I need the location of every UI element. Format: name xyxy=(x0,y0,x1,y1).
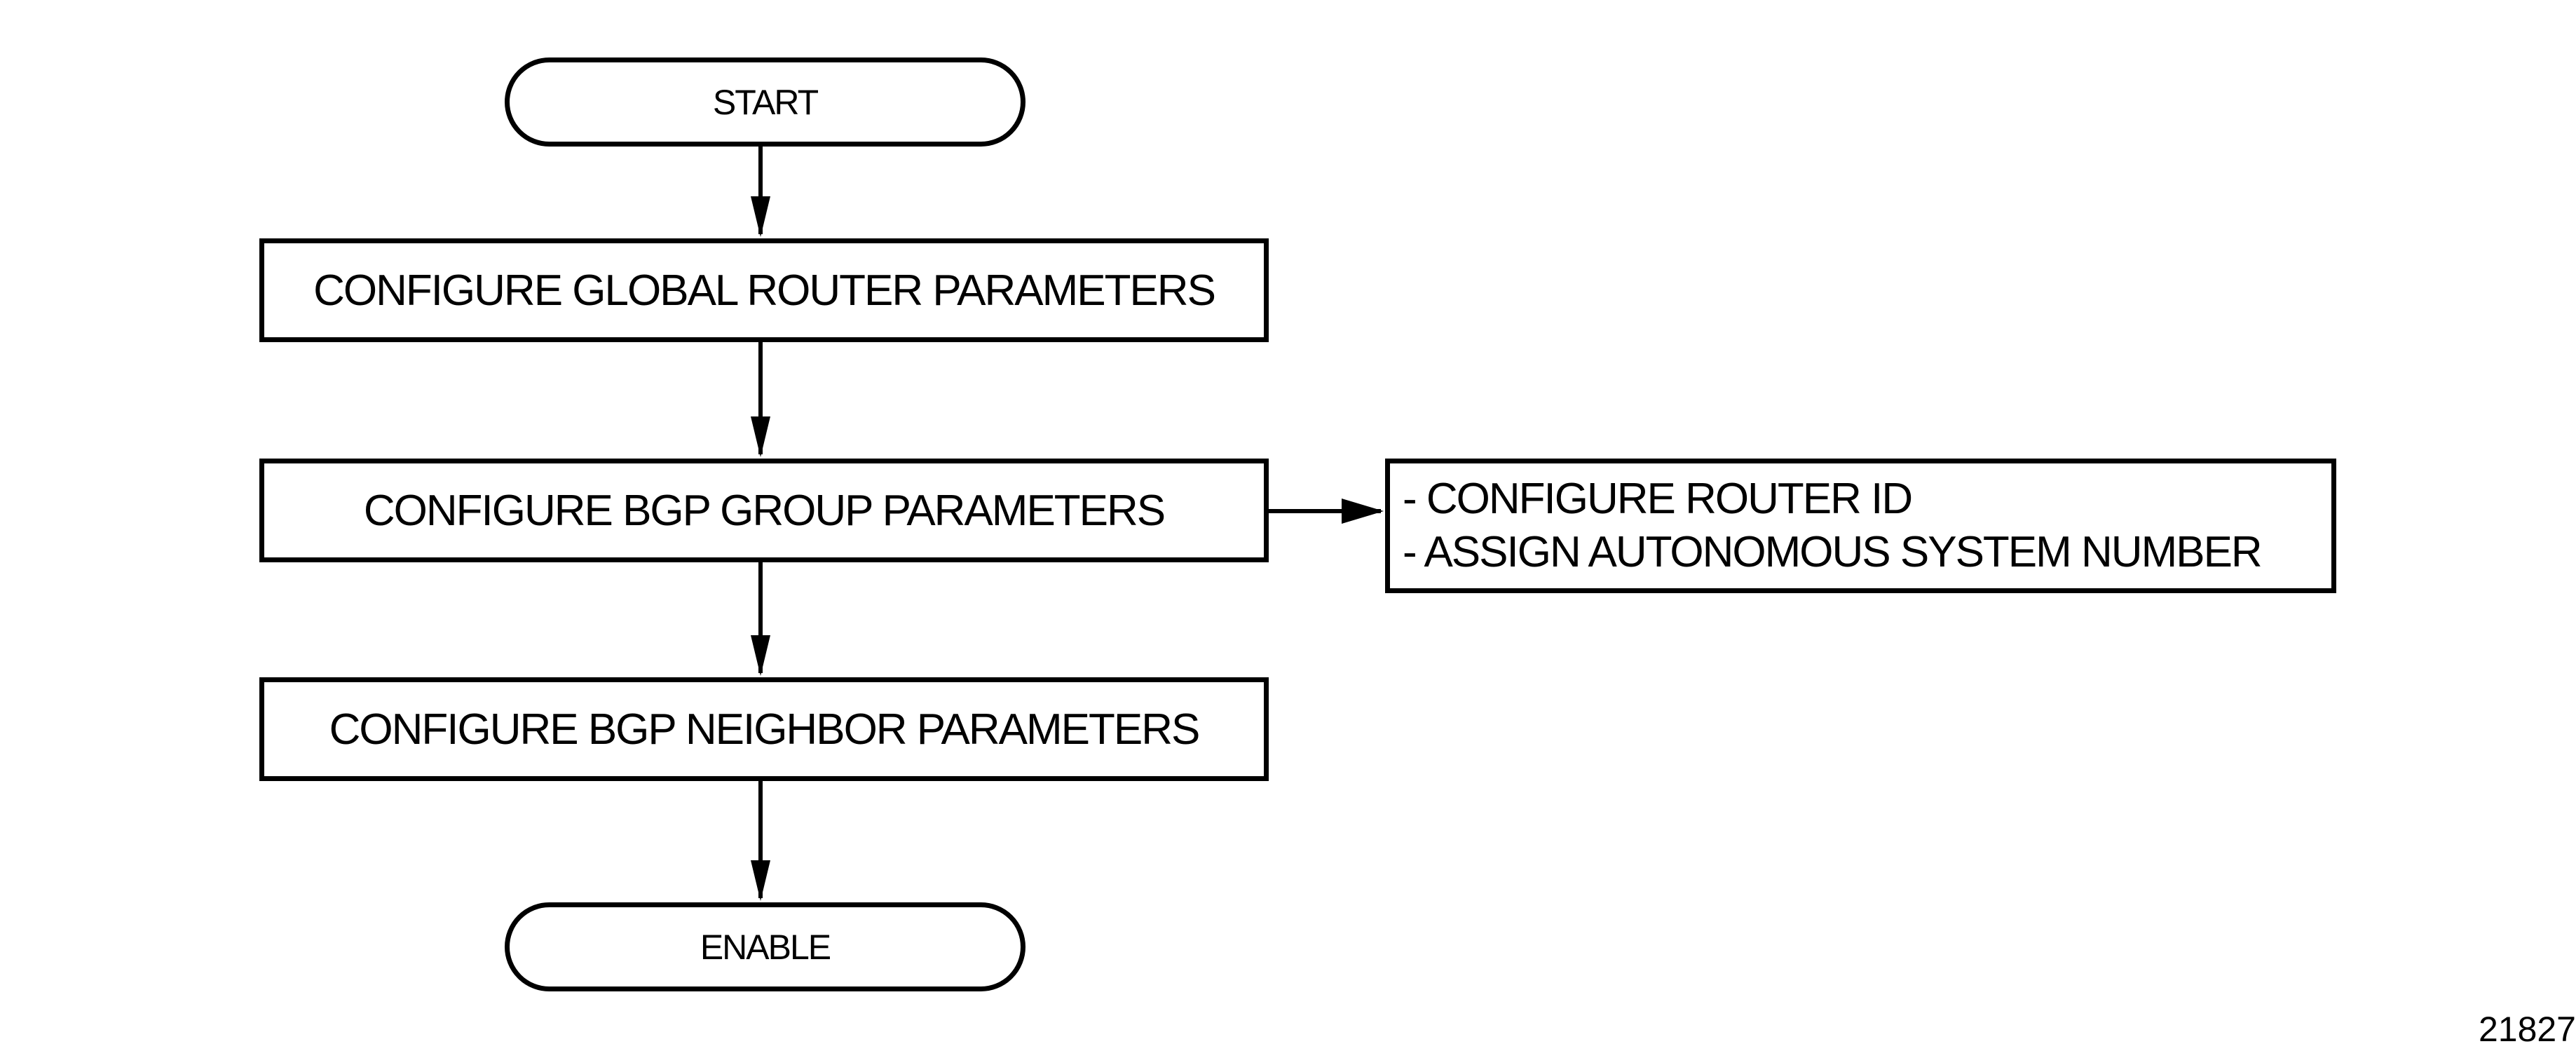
step-configure-bgp-neighbor: CONFIGURE BGP NEIGHBOR PARAMETERS xyxy=(259,677,1269,781)
arrowhead xyxy=(751,416,770,457)
step-label: CONFIGURE GLOBAL ROUTER PARAMETERS xyxy=(313,266,1216,315)
side-note-line: - ASSIGN AUTONOMOUS SYSTEM NUMBER xyxy=(1403,528,2263,576)
arrowhead xyxy=(1342,499,1384,524)
step-configure-global-router: CONFIGURE GLOBAL ROUTER PARAMETERS xyxy=(259,238,1269,342)
arrowhead xyxy=(751,635,770,676)
step-label: CONFIGURE BGP NEIGHBOR PARAMETERS xyxy=(329,705,1201,754)
step-label: CONFIGURE BGP GROUP PARAMETERS xyxy=(363,486,1166,535)
step-configure-bgp-group: CONFIGURE BGP GROUP PARAMETERS xyxy=(259,459,1269,562)
figure-id: 21827 xyxy=(2478,1010,2576,1049)
end-terminal: ENABLE xyxy=(505,902,1025,991)
side-note-box: - CONFIGURE ROUTER ID - ASSIGN AUTONOMOU… xyxy=(1385,459,2336,593)
end-label: ENABLE xyxy=(700,927,831,967)
start-label: START xyxy=(712,82,819,122)
arrowhead xyxy=(751,860,770,901)
side-note-line: - CONFIGURE ROUTER ID xyxy=(1403,475,1913,523)
start-terminal: START xyxy=(505,57,1025,147)
arrowhead xyxy=(751,196,770,237)
